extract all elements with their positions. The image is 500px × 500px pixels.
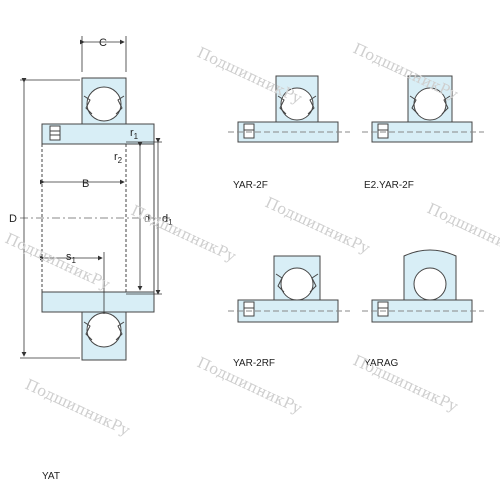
dim-d1-label: d1 <box>162 213 173 227</box>
watermark-2: ПодшипникРу <box>350 39 461 103</box>
dim-s1-label: s1 <box>66 251 77 265</box>
watermark-5: ПодшипникРу <box>262 193 373 257</box>
dim-r1-label: r1 <box>130 127 139 141</box>
main-section <box>20 77 170 361</box>
variant-label-yar-2f: YAR-2F <box>233 180 268 191</box>
variant-label-e2-yar-2f: E2.YAR-2F <box>364 180 414 191</box>
main-label-yat: YAT <box>42 471 60 482</box>
variant-yarag <box>362 249 484 323</box>
variant-yar-2rf <box>228 255 350 323</box>
dim-d-bore-label: d <box>144 213 150 225</box>
dim-r2-label: r2 <box>114 151 123 165</box>
watermark-9: ПодшипникРу <box>22 375 133 439</box>
variant-label-yarag: YARAG <box>364 358 398 369</box>
variant-e2-yar-2f <box>362 75 484 143</box>
dimension-lines <box>20 36 162 359</box>
dim-b-label: B <box>82 178 89 190</box>
watermark-3: ПодшипникРу <box>2 229 113 293</box>
watermark-8: ПодшипникРу <box>350 351 461 415</box>
variant-yar-2f <box>228 75 350 143</box>
dim-d-outer-label: D <box>9 213 17 225</box>
variant-label-yar-2rf: YAR-2RF <box>233 358 275 369</box>
dim-c-label: C <box>99 37 107 49</box>
watermark-4: ПодшипникРу <box>128 201 239 265</box>
